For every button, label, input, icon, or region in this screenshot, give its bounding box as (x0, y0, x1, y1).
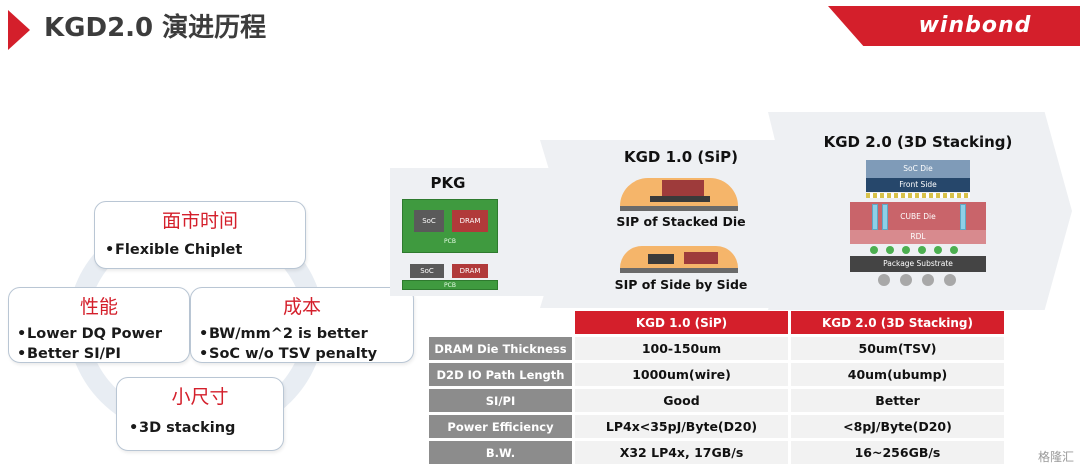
table-corner (429, 311, 572, 334)
cell-kgd1: LP4x<35pJ/Byte(D20) (575, 415, 788, 438)
stage-label-pkg: PKG (430, 174, 466, 192)
front-side-layer: Front Side (866, 178, 970, 192)
card-title: 小尺寸 (171, 386, 229, 408)
row-header: D2D IO Path Length (429, 363, 572, 386)
solder-ball (878, 274, 890, 286)
card-title: 面市时间 (161, 210, 238, 232)
solder-bump (902, 246, 910, 254)
cell-kgd1: 1000um(wire) (575, 363, 788, 386)
dram-die (684, 252, 718, 264)
dram-chip: DRAM (452, 264, 488, 278)
bullet: 3D stacking (129, 418, 283, 438)
title-marker (8, 10, 30, 50)
solder-ball (922, 274, 934, 286)
pcb-label: PCB (444, 238, 456, 245)
bullet: Better SI/PI (17, 344, 189, 364)
ball-row (850, 274, 986, 286)
cell-kgd2: 50um(TSV) (791, 337, 1004, 360)
bullet: Flexible Chiplet (105, 240, 305, 260)
rdl-layer: RDL (850, 230, 986, 244)
soc-die-layer: SoC Die (866, 160, 970, 178)
cycle-card-time-to-market: 面市时间 Flexible Chiplet (94, 201, 306, 269)
table-row: SI/PI Good Better (429, 389, 1004, 412)
tsv-left-2 (882, 204, 888, 230)
tsv-left (872, 204, 878, 230)
watermark: 格隆汇 (1037, 450, 1074, 464)
cell-kgd2: <8pJ/Byte(D20) (791, 415, 1004, 438)
table-row: B.W. X32 LP4x, 17GB/s 16~256GB/s (429, 441, 1004, 464)
sip-substrate (620, 206, 738, 211)
solder-bump (950, 246, 958, 254)
card-bullets: BW/mm^2 is better SoC w/o TSV penalty (199, 324, 413, 364)
cycle-card-performance: 性能 Lower DQ Power Better SI/PI (8, 287, 190, 364)
dram-die-top (662, 180, 704, 196)
brand-logo: winbond (918, 13, 1032, 38)
sip-side-package (620, 246, 738, 268)
card-title: 成本 (282, 296, 321, 318)
cell-kgd1: 100-150um (575, 337, 788, 360)
solder-bump (886, 246, 894, 254)
card-bullets: Lower DQ Power Better SI/PI (17, 324, 189, 364)
stage-label-kgd2: KGD 2.0 (3D Stacking) (823, 133, 1013, 151)
bullet: Lower DQ Power (17, 324, 189, 344)
solder-bump (934, 246, 942, 254)
solder-ball (900, 274, 912, 286)
soc-chip: SoC (414, 210, 444, 232)
bullet: BW/mm^2 is better (199, 324, 413, 344)
table-row: Power Efficiency LP4x<35pJ/Byte(D20) <8p… (429, 415, 1004, 438)
sip-substrate (620, 268, 738, 273)
micro-bump-row (866, 193, 970, 198)
column-header-kgd1: KGD 1.0 (SiP) (575, 311, 788, 334)
row-header: DRAM Die Thickness (429, 337, 572, 360)
comparison-table: KGD 1.0 (SiP) KGD 2.0 (3D Stacking) DRAM… (426, 308, 1007, 467)
row-header: SI/PI (429, 389, 572, 412)
cell-kgd1: X32 LP4x, 17GB/s (575, 441, 788, 464)
solder-ball (944, 274, 956, 286)
column-header-kgd2: KGD 2.0 (3D Stacking) (791, 311, 1004, 334)
stage-label-kgd1: KGD 1.0 (SiP) (623, 148, 739, 166)
card-bullets: Flexible Chiplet (105, 240, 305, 260)
cell-kgd1: Good (575, 389, 788, 412)
row-header: Power Efficiency (429, 415, 572, 438)
bump-row (850, 246, 986, 254)
package-substrate-layer: Package Substrate (850, 256, 986, 272)
solder-bump (918, 246, 926, 254)
solder-bump (870, 246, 878, 254)
page-title: KGD2.0 演进历程 (44, 13, 267, 43)
caption-sip-side: SIP of Side by Side (614, 277, 748, 292)
row-header: B.W. (429, 441, 572, 464)
card-bullets: 3D stacking (129, 418, 283, 438)
table-row: DRAM Die Thickness 100-150um 50um(TSV) (429, 337, 1004, 360)
caption-sip-stacked: SIP of Stacked Die (616, 214, 746, 229)
soc-chip: SoC (410, 264, 444, 278)
cycle-card-cost: 成本 BW/mm^2 is better SoC w/o TSV penalty (190, 287, 414, 364)
dram-chip: DRAM (452, 210, 488, 232)
card-title: 性能 (79, 296, 118, 318)
logic-die (650, 196, 710, 202)
logic-die (648, 254, 674, 264)
cell-kgd2: Better (791, 389, 1004, 412)
cell-kgd2: 16~256GB/s (791, 441, 1004, 464)
brand-band (828, 6, 1080, 46)
table-header-row: KGD 1.0 (SiP) KGD 2.0 (3D Stacking) (429, 311, 1004, 334)
bullet: SoC w/o TSV penalty (199, 344, 413, 364)
pcb-board: PCB (402, 280, 498, 290)
cell-kgd2: 40um(ubump) (791, 363, 1004, 386)
cycle-card-small-size: 小尺寸 3D stacking (116, 377, 284, 451)
tsv-right (960, 204, 966, 230)
table-row: D2D IO Path Length 1000um(wire) 40um(ubu… (429, 363, 1004, 386)
